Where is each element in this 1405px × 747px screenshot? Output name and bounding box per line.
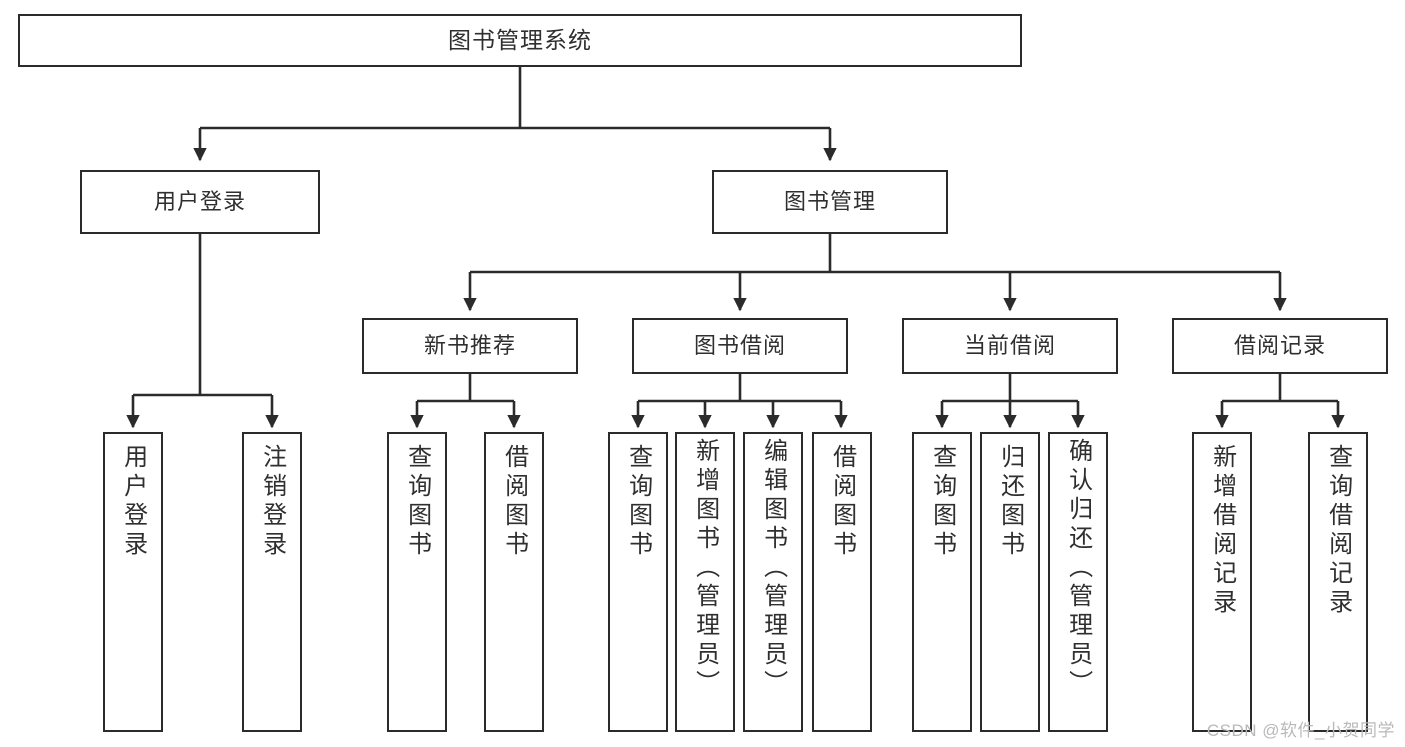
node-label: 查询图书 xyxy=(624,444,652,560)
leaf-user-login[interactable]: 用户登录 xyxy=(103,432,163,732)
node-label: 查询图书 xyxy=(403,444,431,560)
node-new-book-recommend[interactable]: 新书推荐 xyxy=(362,318,578,374)
leaf-borrow-book-2[interactable]: 借阅图书 xyxy=(812,432,872,732)
leaf-confirm-return[interactable]: 确认归还（管理员） xyxy=(1048,432,1108,732)
leaf-query-book-2[interactable]: 查询图书 xyxy=(608,432,668,732)
node-label: 查询借阅记录 xyxy=(1324,444,1352,618)
leaf-add-book[interactable]: 新增图书（管理员） xyxy=(675,432,735,732)
node-label: 当前借阅 xyxy=(963,333,1056,359)
node-label: 归还图书 xyxy=(996,444,1024,560)
node-label: 借阅图书 xyxy=(500,444,528,560)
node-root-system[interactable]: 图书管理系统 xyxy=(18,14,1022,67)
leaf-logout-login[interactable]: 注销登录 xyxy=(242,432,302,732)
leaf-return-book[interactable]: 归还图书 xyxy=(980,432,1040,732)
node-user-login[interactable]: 用户登录 xyxy=(80,170,320,234)
node-label: 图书管理系统 xyxy=(448,27,592,54)
node-borrow-record[interactable]: 借阅记录 xyxy=(1172,318,1388,374)
leaf-query-record[interactable]: 查询借阅记录 xyxy=(1308,432,1368,732)
leaf-query-book-1[interactable]: 查询图书 xyxy=(387,432,447,732)
node-label: 用户登录 xyxy=(153,189,246,215)
node-label: 图书管理 xyxy=(783,189,876,215)
leaf-borrow-book-1[interactable]: 借阅图书 xyxy=(484,432,544,732)
leaf-query-book-3[interactable]: 查询图书 xyxy=(912,432,972,732)
node-book-manage[interactable]: 图书管理 xyxy=(712,170,948,234)
node-current-borrow[interactable]: 当前借阅 xyxy=(902,318,1118,374)
node-label: 图书借阅 xyxy=(693,333,786,359)
leaf-add-record[interactable]: 新增借阅记录 xyxy=(1192,432,1252,732)
node-label: 新增借阅记录 xyxy=(1208,444,1236,618)
node-label: 借阅图书 xyxy=(828,444,856,560)
node-label: 新增图书（管理员） xyxy=(691,438,719,699)
node-book-borrow[interactable]: 图书借阅 xyxy=(632,318,848,374)
node-label: 编辑图书（管理员） xyxy=(759,438,787,699)
csdn-watermark: CSDN @软件_小贺同学 xyxy=(1206,721,1395,740)
node-label: 确认归还（管理员） xyxy=(1064,438,1092,699)
node-label: 用户登录 xyxy=(119,444,147,560)
node-label: 注销登录 xyxy=(258,444,286,560)
leaf-edit-book[interactable]: 编辑图书（管理员） xyxy=(743,432,803,732)
node-label: 借阅记录 xyxy=(1233,333,1326,359)
node-label: 新书推荐 xyxy=(423,333,516,359)
node-label: 查询图书 xyxy=(928,444,956,560)
